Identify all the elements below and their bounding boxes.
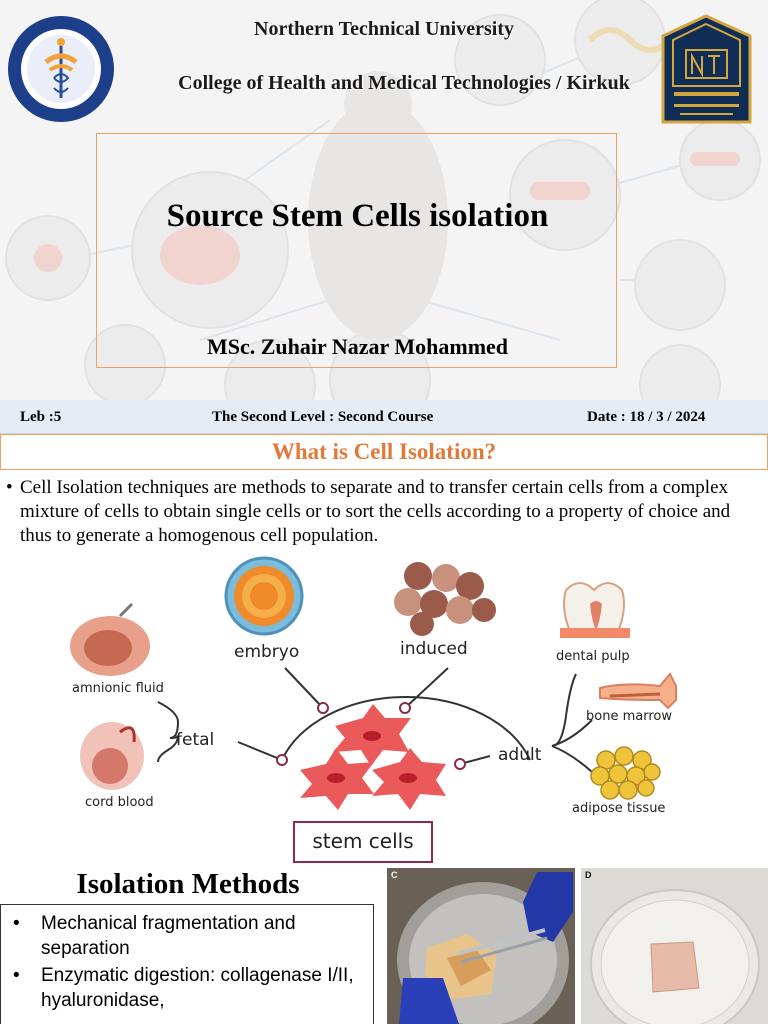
lecture-date: Date : 18 / 3 / 2024 [587, 409, 706, 425]
label-induced: induced [400, 639, 468, 659]
label-fetal: fetal [176, 730, 214, 750]
cord-blood-image [80, 722, 144, 790]
branch-cord [157, 735, 179, 763]
label-embryo: embryo [234, 642, 299, 662]
dental-pulp-image [560, 582, 630, 638]
college-name: College of Health and Medical Technologi… [178, 72, 630, 94]
methods-list: Mechanical fragmentation and separation … [9, 911, 363, 1013]
bullet-point: • [6, 477, 13, 498]
stem-cells-box [293, 821, 433, 863]
bone-marrow-image [599, 672, 677, 710]
definition-paragraph: • Cell Isolation techniques are methods … [0, 476, 768, 548]
connector-embryo [284, 667, 324, 709]
photo-tissue-cutting: C [387, 868, 575, 1024]
background-illustration [5, 0, 761, 400]
label-adult: adult [498, 745, 542, 765]
lecture-number: Leb :5 [20, 409, 62, 425]
node-adult [454, 758, 466, 770]
title-box: Source Stem Cells isolation MSc. Zuhair … [96, 133, 617, 368]
embryo-image [224, 556, 304, 636]
university-logo [660, 14, 753, 124]
induced-cells-image [394, 562, 496, 636]
stem-cell-sources-diagram: embryo induced amnionic fluid cord blood… [70, 556, 677, 863]
definition-text: Cell Isolation techniques are methods to… [20, 477, 731, 546]
photo-tissue-dish: D [581, 868, 768, 1024]
section-heading: What is Cell Isolation? [0, 434, 768, 470]
stem-cells-illustration [300, 704, 446, 810]
adipose-tissue-image [590, 746, 661, 800]
methods-list-box: Mechanical fragmentation and separation … [0, 904, 374, 1024]
method-item: Enzymatic digestion: collagenase I/II, h… [9, 963, 363, 1013]
amnionic-fluid-image [70, 602, 150, 676]
node-fetal [276, 754, 288, 766]
methods-title: Isolation Methods [76, 868, 300, 900]
university-name: Northern Technical University [254, 18, 514, 40]
label-stem-cells: stem cells [312, 829, 413, 853]
branch-bone [551, 719, 593, 747]
photo-label-c: C [391, 870, 398, 880]
label-cord-blood: cord blood [85, 795, 154, 810]
method-item: Mechanical fragmentation and separation [9, 911, 363, 961]
photo-label-d: D [585, 870, 592, 880]
title-slide: Northern Technical University College of… [0, 0, 768, 400]
branch-adipose [551, 745, 593, 773]
connector-arc [281, 696, 531, 761]
label-amnionic-fluid: amnionic fluid [72, 681, 164, 696]
author-name: MSc. Zuhair Nazar Mohammed [206, 334, 509, 359]
college-logo [6, 14, 116, 124]
branch-amnionic [157, 701, 180, 739]
label-dental-pulp: dental pulp [556, 649, 630, 664]
node-embryo [317, 702, 329, 714]
node-induced [399, 702, 411, 714]
connector-fetal [237, 741, 283, 761]
slide-title: Source Stem Cells isolation [166, 198, 549, 234]
label-bone-marrow: bone marrow [586, 709, 672, 724]
info-bar: Leb :5 The Second Level : Second Course … [0, 400, 768, 434]
connector-induced [404, 667, 449, 709]
course-level: The Second Level : Second Course [212, 409, 434, 425]
label-adipose-tissue: adipose tissue [572, 801, 665, 816]
